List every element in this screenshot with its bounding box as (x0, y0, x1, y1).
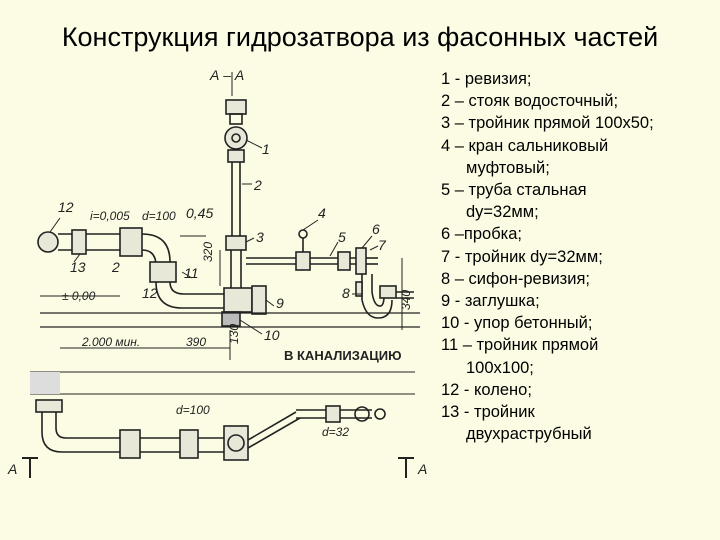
drain-pipe (37, 227, 267, 315)
legend-item-continuation: dy=32мм; (466, 203, 539, 222)
legend-item: 9 - заглушка; (441, 292, 540, 311)
legend-item: 2 – стояк водосточный; (441, 92, 619, 111)
legend-item: 8 – сифон-ревизия; (441, 269, 590, 288)
plan-d32: d=32 (322, 425, 349, 439)
plan-d100: d=100 (176, 403, 210, 417)
concrete-stop (221, 311, 241, 327)
legend-item: 1 - ревизия; (441, 70, 532, 88)
legend-item: 5 – труба стальная (441, 181, 587, 200)
section-mark-right: А (417, 461, 427, 477)
callout-9: 9 (276, 295, 284, 311)
callout-4: 4 (318, 205, 326, 221)
callout-13: 13 (70, 259, 86, 275)
steel-branch (246, 229, 378, 275)
legend-item: 11 – тройник прямой (441, 336, 599, 355)
callout-7: 7 (378, 237, 387, 253)
section-label: А – А (209, 67, 244, 83)
canal-label: В КАНАЛИЗАЦИЮ (284, 348, 402, 363)
diameter-label: d=100 (142, 209, 176, 223)
callout-10: 10 (264, 327, 280, 343)
plan-view (30, 371, 415, 461)
dim-390: 390 (186, 335, 206, 349)
dim-130: 130 (227, 324, 241, 344)
legend-item: 7 - тройник dy=32мм; (441, 247, 603, 266)
dim-320: 320 (201, 242, 215, 262)
riser-pipe (224, 99, 248, 288)
legend-item-continuation: муфтовый; (466, 158, 550, 177)
legend-list: 1 - ревизия; 2 – стояк водосточный; 3 – тр… (441, 68, 716, 445)
dim-2000: 2.000 мин. (81, 335, 140, 349)
legend-item: 3 – тройник прямой 100х50; (441, 114, 654, 133)
callout-8: 8 (342, 285, 350, 301)
callout-3: 3 (256, 229, 264, 245)
legend-item-continuation: 100х100; (466, 358, 534, 377)
hydroseal-drawing: А – А i=0,005 d=100 0,45 320 340 ± 0,00 … (7, 67, 427, 478)
callout-1: 1 (262, 141, 270, 157)
callout-2: 2 (253, 177, 262, 193)
slope-label: i=0,005 (90, 209, 130, 223)
dim-045: 0,45 (186, 205, 213, 221)
callout-5: 5 (338, 229, 346, 245)
legend-item: 10 - упор бетонный; (441, 314, 593, 333)
callout-12: 12 (58, 199, 74, 215)
siphon-revision (355, 274, 414, 319)
legend-item: 6 –пробка; (441, 225, 523, 244)
callout-6: 6 (372, 221, 380, 237)
page-title: Конструкция гидрозатвора из фасонных час… (61, 22, 659, 52)
level-000: ± 0,00 (62, 289, 96, 303)
legend-item: 12 - колено; (441, 380, 532, 399)
legend-item-continuation: двухраструбный (466, 425, 592, 444)
callout-11: 11 (184, 265, 199, 281)
dim-340: 340 (399, 290, 413, 310)
legend-item: 4 – кран сальниковый (441, 136, 609, 155)
section-mark-left: А (7, 461, 17, 477)
callout-2b: 2 (111, 259, 120, 275)
legend-item: 13 - тройник (441, 403, 535, 422)
callout-12b: 12 (142, 285, 158, 301)
